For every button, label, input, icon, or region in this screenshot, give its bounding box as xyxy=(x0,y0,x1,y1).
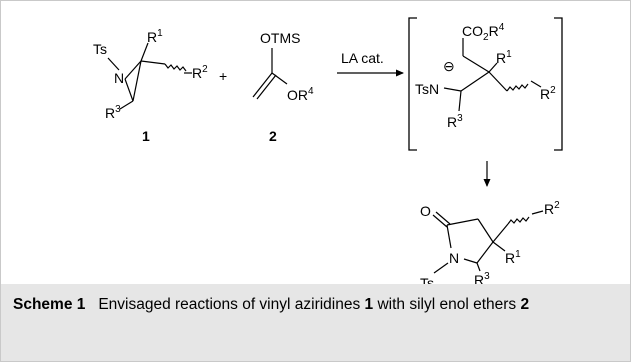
wavy-bond xyxy=(506,83,529,92)
vinyl-aziridine-structure xyxy=(107,42,192,110)
bond xyxy=(271,72,288,85)
r3-label: R3 xyxy=(447,113,463,130)
pyrrolidinone-structure xyxy=(432,210,544,274)
reaction-scheme: Ts N R1 R3 R2 1 + OTMS OR4 2 LA cat. xyxy=(93,17,563,284)
r2-label: R2 xyxy=(192,64,208,81)
ester-label: CO2R4 xyxy=(462,22,505,43)
bond xyxy=(458,90,462,112)
scheme-label: Scheme 1 xyxy=(13,296,86,313)
r1-label: R1 xyxy=(496,49,512,66)
bond xyxy=(140,60,166,65)
wavy-bond xyxy=(507,216,530,225)
silyl-enol-ether-structure xyxy=(252,48,288,100)
bond xyxy=(443,87,462,92)
bond xyxy=(140,42,149,62)
negative-charge: ⊖ xyxy=(443,58,455,74)
r2-label: R2 xyxy=(544,200,560,217)
plus-sign: + xyxy=(219,68,227,84)
wavy-bond xyxy=(164,63,187,72)
bond xyxy=(256,74,277,100)
bond xyxy=(530,80,542,88)
otms-label: OTMS xyxy=(260,30,300,46)
tosyl-label: Ts xyxy=(93,41,107,57)
tsn-label: TsN xyxy=(415,81,439,97)
bond xyxy=(488,62,498,73)
bond xyxy=(124,60,142,80)
bond xyxy=(432,214,448,228)
bond xyxy=(531,210,544,215)
bond xyxy=(124,78,134,102)
r1-label: R1 xyxy=(147,28,163,45)
bond xyxy=(463,258,478,264)
intermediate-structure xyxy=(443,38,542,112)
or4-label: OR4 xyxy=(287,86,314,103)
r1-label: R1 xyxy=(505,249,521,266)
r3-label: R3 xyxy=(105,104,121,121)
bond xyxy=(477,218,494,243)
bond xyxy=(435,211,451,225)
bond xyxy=(476,262,481,272)
compound-2-label: 2 xyxy=(269,128,277,144)
compound-ref-1: 1 xyxy=(364,296,374,313)
bond xyxy=(488,71,508,92)
bond xyxy=(492,223,509,243)
r2-label: R2 xyxy=(540,85,556,102)
right-bracket xyxy=(554,17,563,151)
bond xyxy=(107,57,120,71)
bond xyxy=(446,224,452,249)
caption-text: with silyl enol ethers xyxy=(373,296,521,313)
caption-text: Envisaged reactions of vinyl aziridines xyxy=(98,296,365,313)
carbonyl-oxygen-label: O xyxy=(420,203,431,219)
compound-ref-2: 2 xyxy=(520,296,530,313)
bond xyxy=(119,100,134,110)
intermediate-brackets xyxy=(408,17,563,151)
bond xyxy=(433,262,449,274)
bond xyxy=(132,60,142,102)
catalyst-label: LA cat. xyxy=(341,50,384,66)
bond xyxy=(492,241,506,252)
compound-1-label: 1 xyxy=(142,128,150,144)
bond xyxy=(476,241,494,264)
bond xyxy=(460,71,490,92)
bond xyxy=(252,72,273,98)
scheme-caption: Scheme 1 Envisaged reactions of vinyl az… xyxy=(1,284,630,361)
bond xyxy=(446,218,479,226)
nitrogen-label: N xyxy=(114,70,124,86)
left-bracket xyxy=(408,17,417,151)
bond xyxy=(462,55,490,73)
tosyl-label: Ts xyxy=(420,275,434,284)
r3-label: R3 xyxy=(474,271,490,284)
nitrogen-label: N xyxy=(449,250,459,266)
